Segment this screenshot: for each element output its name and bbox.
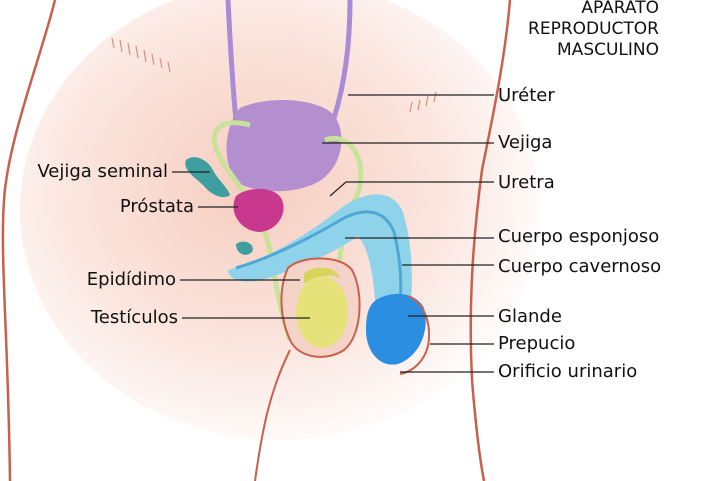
label-vejiga: Vejiga	[498, 132, 552, 154]
title-line-2: REPRODUCTOR	[528, 19, 659, 40]
title-line-3: MASCULINO	[528, 40, 659, 61]
label-ureter: Uréter	[498, 85, 555, 107]
label-uretra: Uretra	[498, 172, 555, 194]
bladder	[227, 100, 342, 191]
label-prostata: Próstata	[0, 196, 194, 218]
label-epididimo: Epidídimo	[0, 269, 176, 291]
label-vejiga-seminal: Vejiga seminal	[0, 161, 168, 183]
title-line-1: APARATO	[528, 0, 659, 19]
label-cuerpo-cavernoso: Cuerpo cavernoso	[498, 256, 661, 278]
label-prepucio: Prepucio	[498, 333, 575, 355]
testicle	[296, 276, 348, 348]
diagram-title: APARATO REPRODUCTOR MASCULINO	[528, 0, 659, 61]
label-cuerpo-esponjoso: Cuerpo esponjoso	[498, 226, 659, 248]
label-testiculos: Testículos	[0, 307, 178, 329]
label-orificio-urinario: Orificio urinario	[498, 361, 637, 383]
label-glande: Glande	[498, 306, 562, 328]
